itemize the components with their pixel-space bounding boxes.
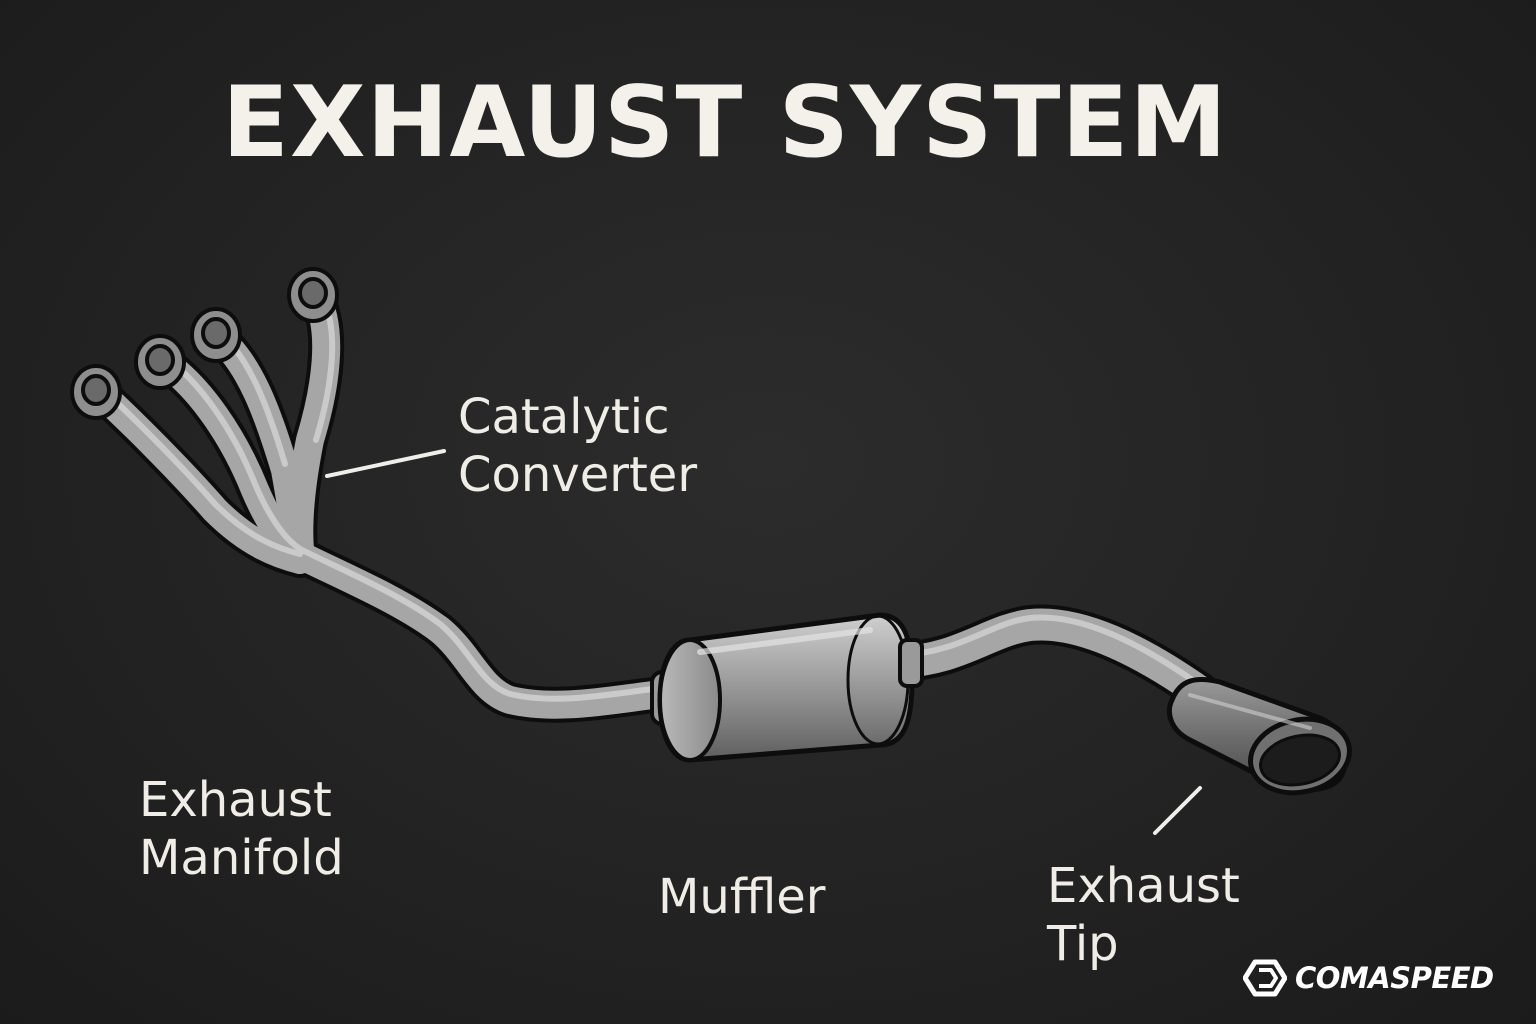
exhaust-manifold-label: Exhaust Manifold [139,772,344,886]
catalytic-converter-label: Catalytic Converter [458,389,698,503]
tailpipe-shape [880,604,1220,712]
muffler-outlet-collar [898,638,924,688]
exhaust-tip-leader-line [1153,786,1202,835]
exhaust-tip-shape [1166,676,1352,796]
muffler-shape [657,612,915,763]
diagram-title: EXHAUST SYSTEM [222,66,1228,180]
brand-watermark: COMASPEED [1243,958,1494,998]
comaspeed-logo-icon [1243,959,1287,997]
muffler-label: Muffler [658,869,826,925]
exhaust-tip-label: Exhaust Tip [1047,858,1240,972]
brand-name: COMASPEED [1295,961,1494,995]
catalytic-converter-leader-line [325,449,446,478]
manifold-flanges [70,267,339,420]
exhaust-manifold-shape [77,277,688,723]
